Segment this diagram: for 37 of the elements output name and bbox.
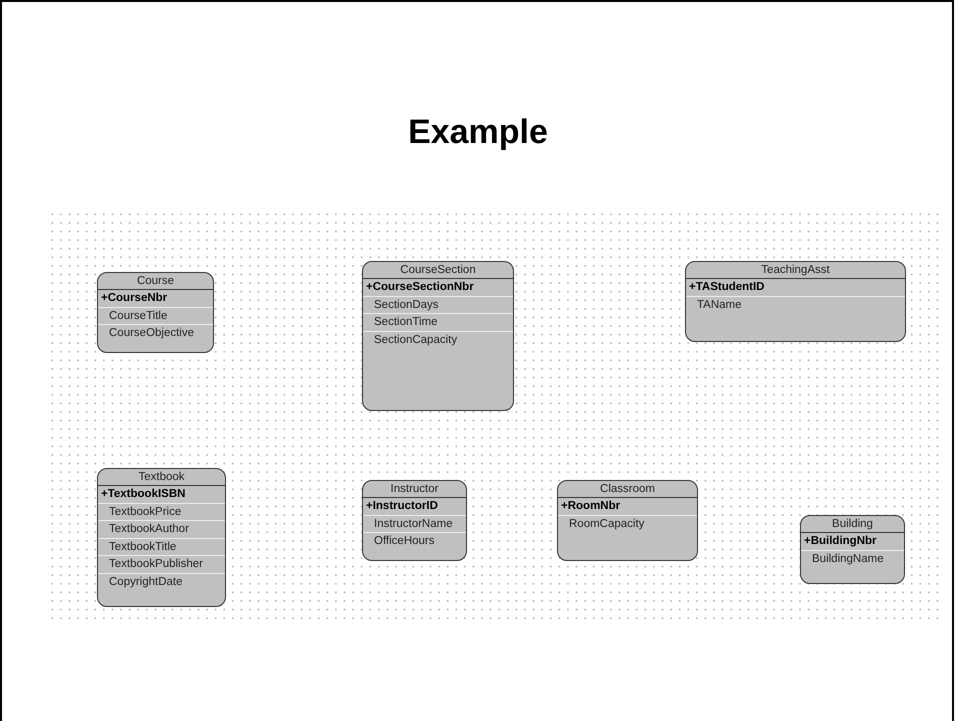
attribute-text: CourseTitle: [98, 308, 213, 325]
entity-box: [97, 468, 226, 607]
primary-key-attribute: +TAStudentID: [686, 279, 905, 296]
entity-box: [97, 272, 214, 353]
entity-box: [362, 480, 467, 561]
attribute-text: RoomCapacity: [568, 516, 646, 532]
entity-name: Course: [98, 273, 213, 290]
attribute-text: BuildingName: [811, 552, 885, 566]
primary-key-attribute: +CourseNbr: [98, 290, 213, 308]
attribute-text: SectionDays: [363, 296, 513, 314]
entity-box: [800, 515, 905, 584]
primary-key-attribute: +RoomNbr: [558, 498, 697, 516]
attribute-text: TextbookPrice: [98, 504, 225, 521]
attribute-text: TextbookAuthor: [98, 521, 225, 538]
attribute-text: OfficeHours: [373, 534, 436, 549]
entity-name: Textbook: [98, 469, 225, 486]
entity-name: CourseSection: [363, 262, 513, 279]
entity-name: Classroom: [558, 481, 697, 498]
entity-name: TeachingAsst: [686, 262, 905, 279]
attribute-text: TextbookTitle: [98, 538, 225, 556]
attribute-text: CourseObjective: [108, 326, 196, 341]
primary-key-attribute: +InstructorID: [363, 498, 466, 516]
attribute-text: InstructorName: [363, 516, 466, 533]
primary-key-attribute: +CourseSectionNbr: [363, 279, 513, 296]
primary-key-attribute: +TextbookISBN: [98, 486, 225, 504]
entity-name: Building: [801, 516, 904, 533]
entity-box: [362, 261, 514, 411]
primary-key-attribute: +BuildingNbr: [801, 533, 904, 550]
entity-name: Instructor: [363, 481, 466, 498]
attribute-text: CopyrightDate: [108, 574, 184, 590]
attribute-text: SectionTime: [363, 314, 513, 332]
entity-box: [557, 480, 698, 561]
title: Example: [407, 113, 549, 152]
attribute-text: SectionCapacity: [373, 332, 458, 348]
attribute-text: TAName: [696, 298, 743, 312]
entity-box: [685, 261, 906, 342]
attribute-text: TextbookPublisher: [98, 556, 225, 574]
